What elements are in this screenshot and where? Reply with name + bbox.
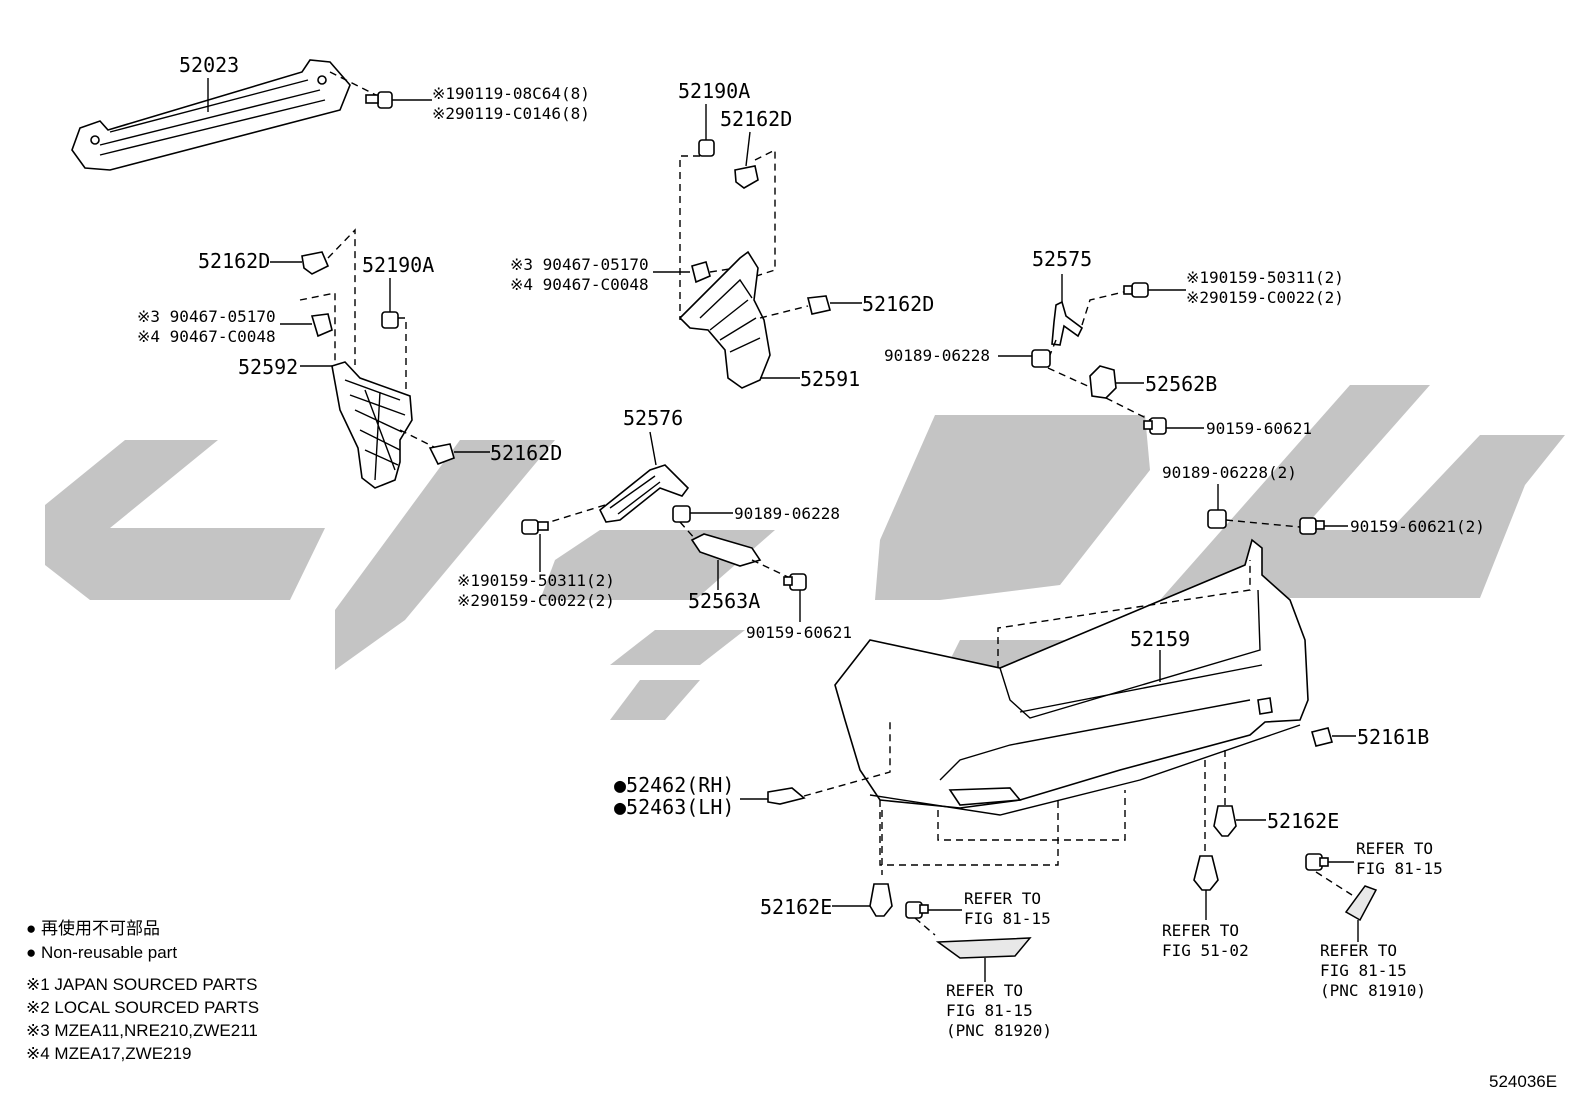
legend-nonreusable-jp: ● 再使用不可部品 — [26, 918, 160, 938]
label-ref-81920-1: REFER TO — [946, 981, 1023, 1000]
label-52162D-center: 52162D — [862, 292, 934, 316]
legend-note-4: ※4 MZEA17,ZWE219 — [26, 1044, 191, 1063]
part-52591-bracket — [678, 250, 771, 389]
label-52162D-top: 52162D — [720, 107, 792, 131]
label-52161B: 52161B — [1357, 725, 1429, 749]
bolt-icon — [1299, 517, 1325, 535]
label-ref-center-2: FIG 81-15 — [964, 909, 1051, 928]
label-52162D-left: 52162D — [198, 249, 270, 273]
label-ref-51-2: FIG 51-02 — [1162, 941, 1249, 960]
legend-nonreusable-en: ● Non-reusable part — [26, 943, 177, 962]
label-ref-right-2: FIG 81-15 — [1356, 859, 1443, 878]
clip-icon — [691, 261, 711, 284]
bolt-icon — [783, 573, 807, 591]
label-clip-center-3: ※3 90467-05170 — [510, 255, 649, 274]
diagram-code: 524036E — [1489, 1072, 1557, 1091]
label-52576: 52576 — [623, 406, 683, 430]
part-52562B-retainer — [1089, 365, 1117, 399]
nut-icon — [698, 139, 715, 157]
label-nut-52562B: 90189-06228 — [884, 346, 990, 365]
label-ref-right-1: REFER TO — [1356, 839, 1433, 858]
label-52190A-left: 52190A — [362, 253, 434, 277]
clip-icon — [1193, 855, 1219, 891]
label-clip-left-3: ※3 90467-05170 — [137, 307, 276, 326]
nut-icon — [672, 505, 691, 523]
label-bolt-52563A: 90159-60621 — [746, 623, 852, 642]
label-ref-center-1: REFER TO — [964, 889, 1041, 908]
part-52575-bracket — [1051, 300, 1084, 346]
part-52576-bracket — [598, 464, 690, 523]
nut-icon — [1031, 349, 1051, 368]
part-52161B-cap — [1311, 727, 1333, 747]
part-52462-pad — [767, 787, 806, 805]
label-52190A-top: 52190A — [678, 79, 750, 103]
legend-note-3: ※3 MZEA11,NRE210,ZWE211 — [26, 1021, 258, 1040]
label-ref-81910-3: (PNC 81910) — [1320, 981, 1426, 1000]
label-52162E-right: 52162E — [1267, 809, 1339, 833]
clip-icon — [869, 883, 893, 917]
label-screw-52576-local: ※290159-C0022(2) — [457, 591, 615, 610]
screw-icon — [905, 901, 929, 919]
label-52562B: 52562B — [1145, 372, 1217, 396]
part-52592-bracket — [331, 361, 413, 489]
part-52023-reinforcement — [71, 59, 351, 171]
nut-icon — [381, 311, 399, 329]
label-52592: 52592 — [238, 355, 298, 379]
label-clip-left-4: ※4 90467-C0048 — [137, 327, 276, 346]
label-ref-81920-3: (PNC 81920) — [946, 1021, 1052, 1040]
label-52563A: 52563A — [688, 589, 760, 613]
label-nut-52563A: 90189-06228 — [734, 504, 840, 523]
label-ref-81920-2: FIG 81-15 — [946, 1001, 1033, 1020]
legend-note-2: ※2 LOCAL SOURCED PARTS — [26, 998, 259, 1017]
screw-icon — [1305, 853, 1329, 871]
label-52162E-left: 52162E — [760, 895, 832, 919]
part-81920-reflector — [935, 937, 1032, 959]
label-ref-81910-1: REFER TO — [1320, 941, 1397, 960]
label-ref-81910-2: FIG 81-15 — [1320, 961, 1407, 980]
bolt-icon — [1143, 417, 1167, 435]
clip-icon — [807, 295, 832, 315]
nut-icon — [1207, 509, 1227, 529]
label-screw-52575-local: ※290159-C0022(2) — [1186, 288, 1344, 307]
screw-icon — [1123, 282, 1149, 298]
watermark-logo — [45, 385, 1565, 720]
label-52463-lh: ●52463(LH) — [614, 795, 734, 819]
bolt-icon — [365, 91, 393, 109]
clip-icon — [1213, 805, 1237, 837]
label-52591: 52591 — [800, 367, 860, 391]
clip-icon — [734, 165, 759, 189]
legend-note-1: ※1 JAPAN SOURCED PARTS — [26, 975, 258, 994]
label-screw-52576-jp: ※190159-50311(2) — [457, 571, 615, 590]
label-ref-51-1: REFER TO — [1162, 921, 1239, 940]
label-bolt-52562B: 90159-60621 — [1206, 419, 1312, 438]
label-nut-bumper: 90189-06228(2) — [1162, 463, 1297, 482]
label-clip-center-4: ※4 90467-C0048 — [510, 275, 649, 294]
label-screw-52575-jp: ※190159-50311(2) — [1186, 268, 1344, 287]
label-52462-rh: ●52462(RH) — [614, 773, 734, 797]
label-52159: 52159 — [1130, 627, 1190, 651]
clip-icon — [301, 251, 330, 275]
clip-icon — [310, 313, 333, 338]
part-52563A-retainer — [690, 533, 762, 567]
legend: ● 再使用不可部品 ● Non-reusable part ※1 JAPAN S… — [26, 918, 259, 1063]
label-52575: 52575 — [1032, 247, 1092, 271]
screw-icon — [521, 519, 549, 535]
label-bolt-52023-local: ※290119-C0146(8) — [432, 104, 590, 123]
part-81910-reflector — [1344, 885, 1378, 922]
label-bolt-52023-jp: ※190119-08C64(8) — [432, 84, 590, 103]
label-52023: 52023 — [179, 53, 239, 77]
clip-icon — [428, 443, 455, 466]
part-52159-bumper-cover — [834, 538, 1309, 816]
label-bolt-bumper: 90159-60621(2) — [1350, 517, 1485, 536]
label-52162D-left-bottom: 52162D — [490, 441, 562, 465]
